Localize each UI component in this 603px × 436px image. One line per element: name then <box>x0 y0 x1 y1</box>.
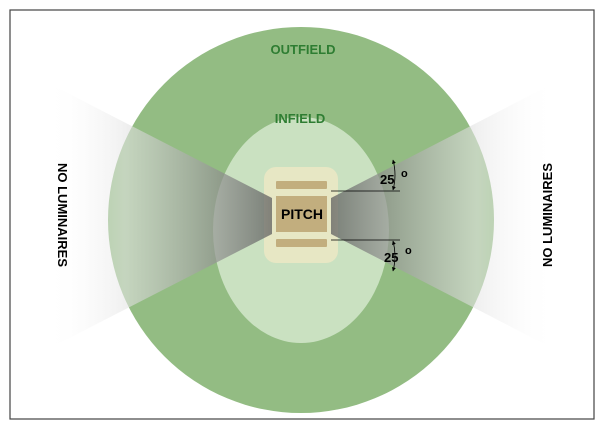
angle-arc-bottom <box>391 240 396 272</box>
outfield-label: OUTFIELD <box>271 42 336 57</box>
no-luminaires-zone-left <box>46 82 272 350</box>
angle-degree-bottom: o <box>405 245 412 257</box>
pitch-label: PITCH <box>281 206 323 222</box>
angle-degree-top: o <box>401 168 408 180</box>
angle-label-bottom: 25 <box>384 250 398 265</box>
no-luminaires-label-left: NO LUMINAIRES <box>55 163 70 267</box>
pitch-crease-top <box>276 181 327 189</box>
pitch <box>276 196 327 232</box>
angle-arc-top <box>391 159 396 191</box>
no-luminaires-label-right: NO LUMINAIRES <box>540 163 555 267</box>
pitch-crease-bottom <box>276 239 327 247</box>
angle-label-top: 25 <box>380 172 394 187</box>
no-luminaires-zone-right <box>331 82 556 350</box>
infield-label: INFIELD <box>275 111 326 126</box>
